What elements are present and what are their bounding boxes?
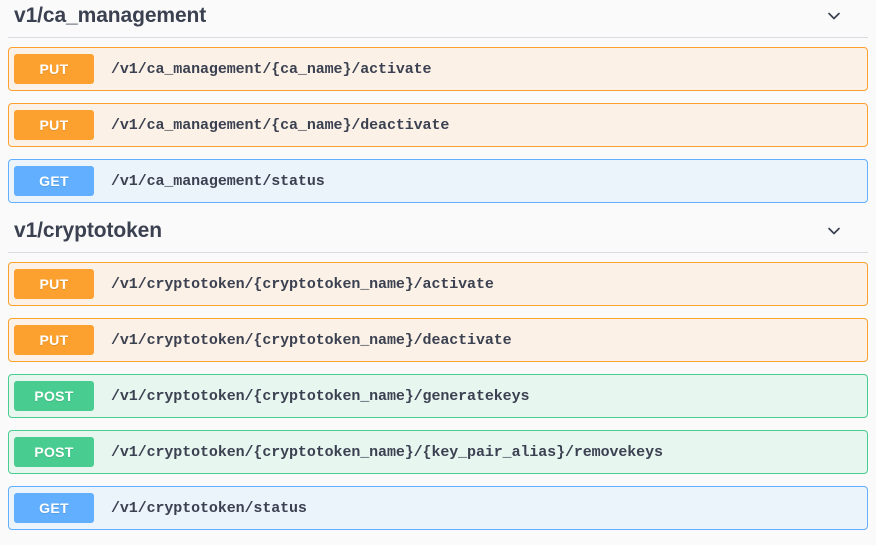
operation-row[interactable]: POST/v1/cryptotoken/{cryptotoken_name}/g… — [8, 374, 868, 418]
operation-path: /v1/cryptotoken/{cryptotoken_name}/gener… — [111, 387, 530, 405]
chevron-down-icon[interactable] — [824, 221, 844, 241]
method-badge-put: PUT — [14, 269, 94, 299]
operation-path: /v1/cryptotoken/status — [111, 499, 307, 517]
tag-title: v1/cryptotoken — [14, 219, 162, 242]
chevron-down-icon[interactable] — [824, 6, 844, 26]
operation-row[interactable]: PUT/v1/cryptotoken/{cryptotoken_name}/de… — [8, 318, 868, 362]
operation-row[interactable]: GET/v1/ca_management/status — [8, 159, 868, 203]
tag-divider — [8, 252, 868, 253]
operation-path: /v1/cryptotoken/{cryptotoken_name}/{key_… — [111, 443, 663, 461]
method-badge-put: PUT — [14, 110, 94, 140]
method-badge-post: POST — [14, 437, 94, 467]
operation-path: /v1/ca_management/{ca_name}/deactivate — [111, 116, 450, 134]
operation-row[interactable]: GET/v1/cryptotoken/status — [8, 486, 868, 530]
method-badge-put: PUT — [14, 54, 94, 84]
tag-header-v1-ca-management[interactable]: v1/ca_management — [0, 0, 876, 32]
operation-row[interactable]: PUT/v1/cryptotoken/{cryptotoken_name}/ac… — [8, 262, 868, 306]
method-badge-get: GET — [14, 493, 94, 523]
operation-path: /v1/ca_management/status — [111, 172, 325, 190]
operation-path: /v1/cryptotoken/{cryptotoken_name}/activ… — [111, 275, 494, 293]
operation-row[interactable]: PUT/v1/ca_management/{ca_name}/activate — [8, 47, 868, 91]
operation-list-v1-cryptotoken: PUT/v1/cryptotoken/{cryptotoken_name}/ac… — [0, 262, 876, 530]
operation-path: /v1/ca_management/{ca_name}/activate — [111, 60, 432, 78]
operation-path: /v1/cryptotoken/{cryptotoken_name}/deact… — [111, 331, 512, 349]
method-badge-put: PUT — [14, 325, 94, 355]
operation-row[interactable]: PUT/v1/ca_management/{ca_name}/deactivat… — [8, 103, 868, 147]
method-badge-post: POST — [14, 381, 94, 411]
tag-title: v1/ca_management — [14, 4, 207, 27]
tag-divider — [8, 37, 868, 38]
method-badge-get: GET — [14, 166, 94, 196]
operation-row[interactable]: POST/v1/cryptotoken/{cryptotoken_name}/{… — [8, 430, 868, 474]
tag-header-v1-cryptotoken[interactable]: v1/cryptotoken — [0, 215, 876, 247]
